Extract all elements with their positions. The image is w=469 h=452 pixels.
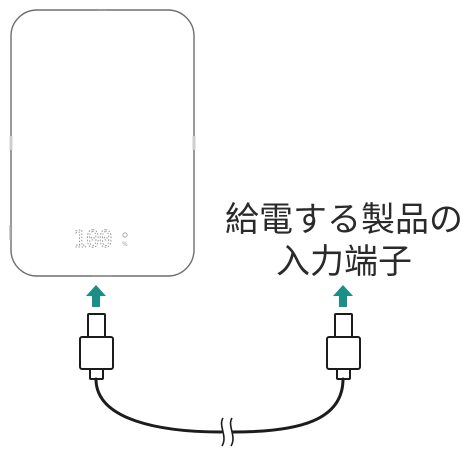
battery-level-digits: 100 [73,227,112,253]
cable-break-mark [220,417,234,447]
left-arrow-icon [86,285,106,307]
battery-indicator-icon [122,232,128,238]
input-port-label-line1: 給電する製品の [225,200,463,240]
right-usb-c-connector [326,313,361,380]
left-connector-neck [89,368,104,380]
power-bank: 100 % [9,9,196,277]
right-connector-body [326,336,361,370]
left-connector-body [79,336,114,370]
battery-level-display: 100 % [73,227,129,254]
left-usb-c-connector [79,313,114,380]
right-connector-neck [336,368,351,380]
cable-right-half [231,377,345,434]
right-arrow-icon [333,285,353,307]
right-connector-tip [334,313,353,338]
input-port-label-line2: 入力端子 [276,242,412,282]
usb-cable [94,377,345,434]
left-connector-tip [87,313,106,338]
battery-unit: % [122,241,128,248]
cable-left-half [94,377,223,434]
